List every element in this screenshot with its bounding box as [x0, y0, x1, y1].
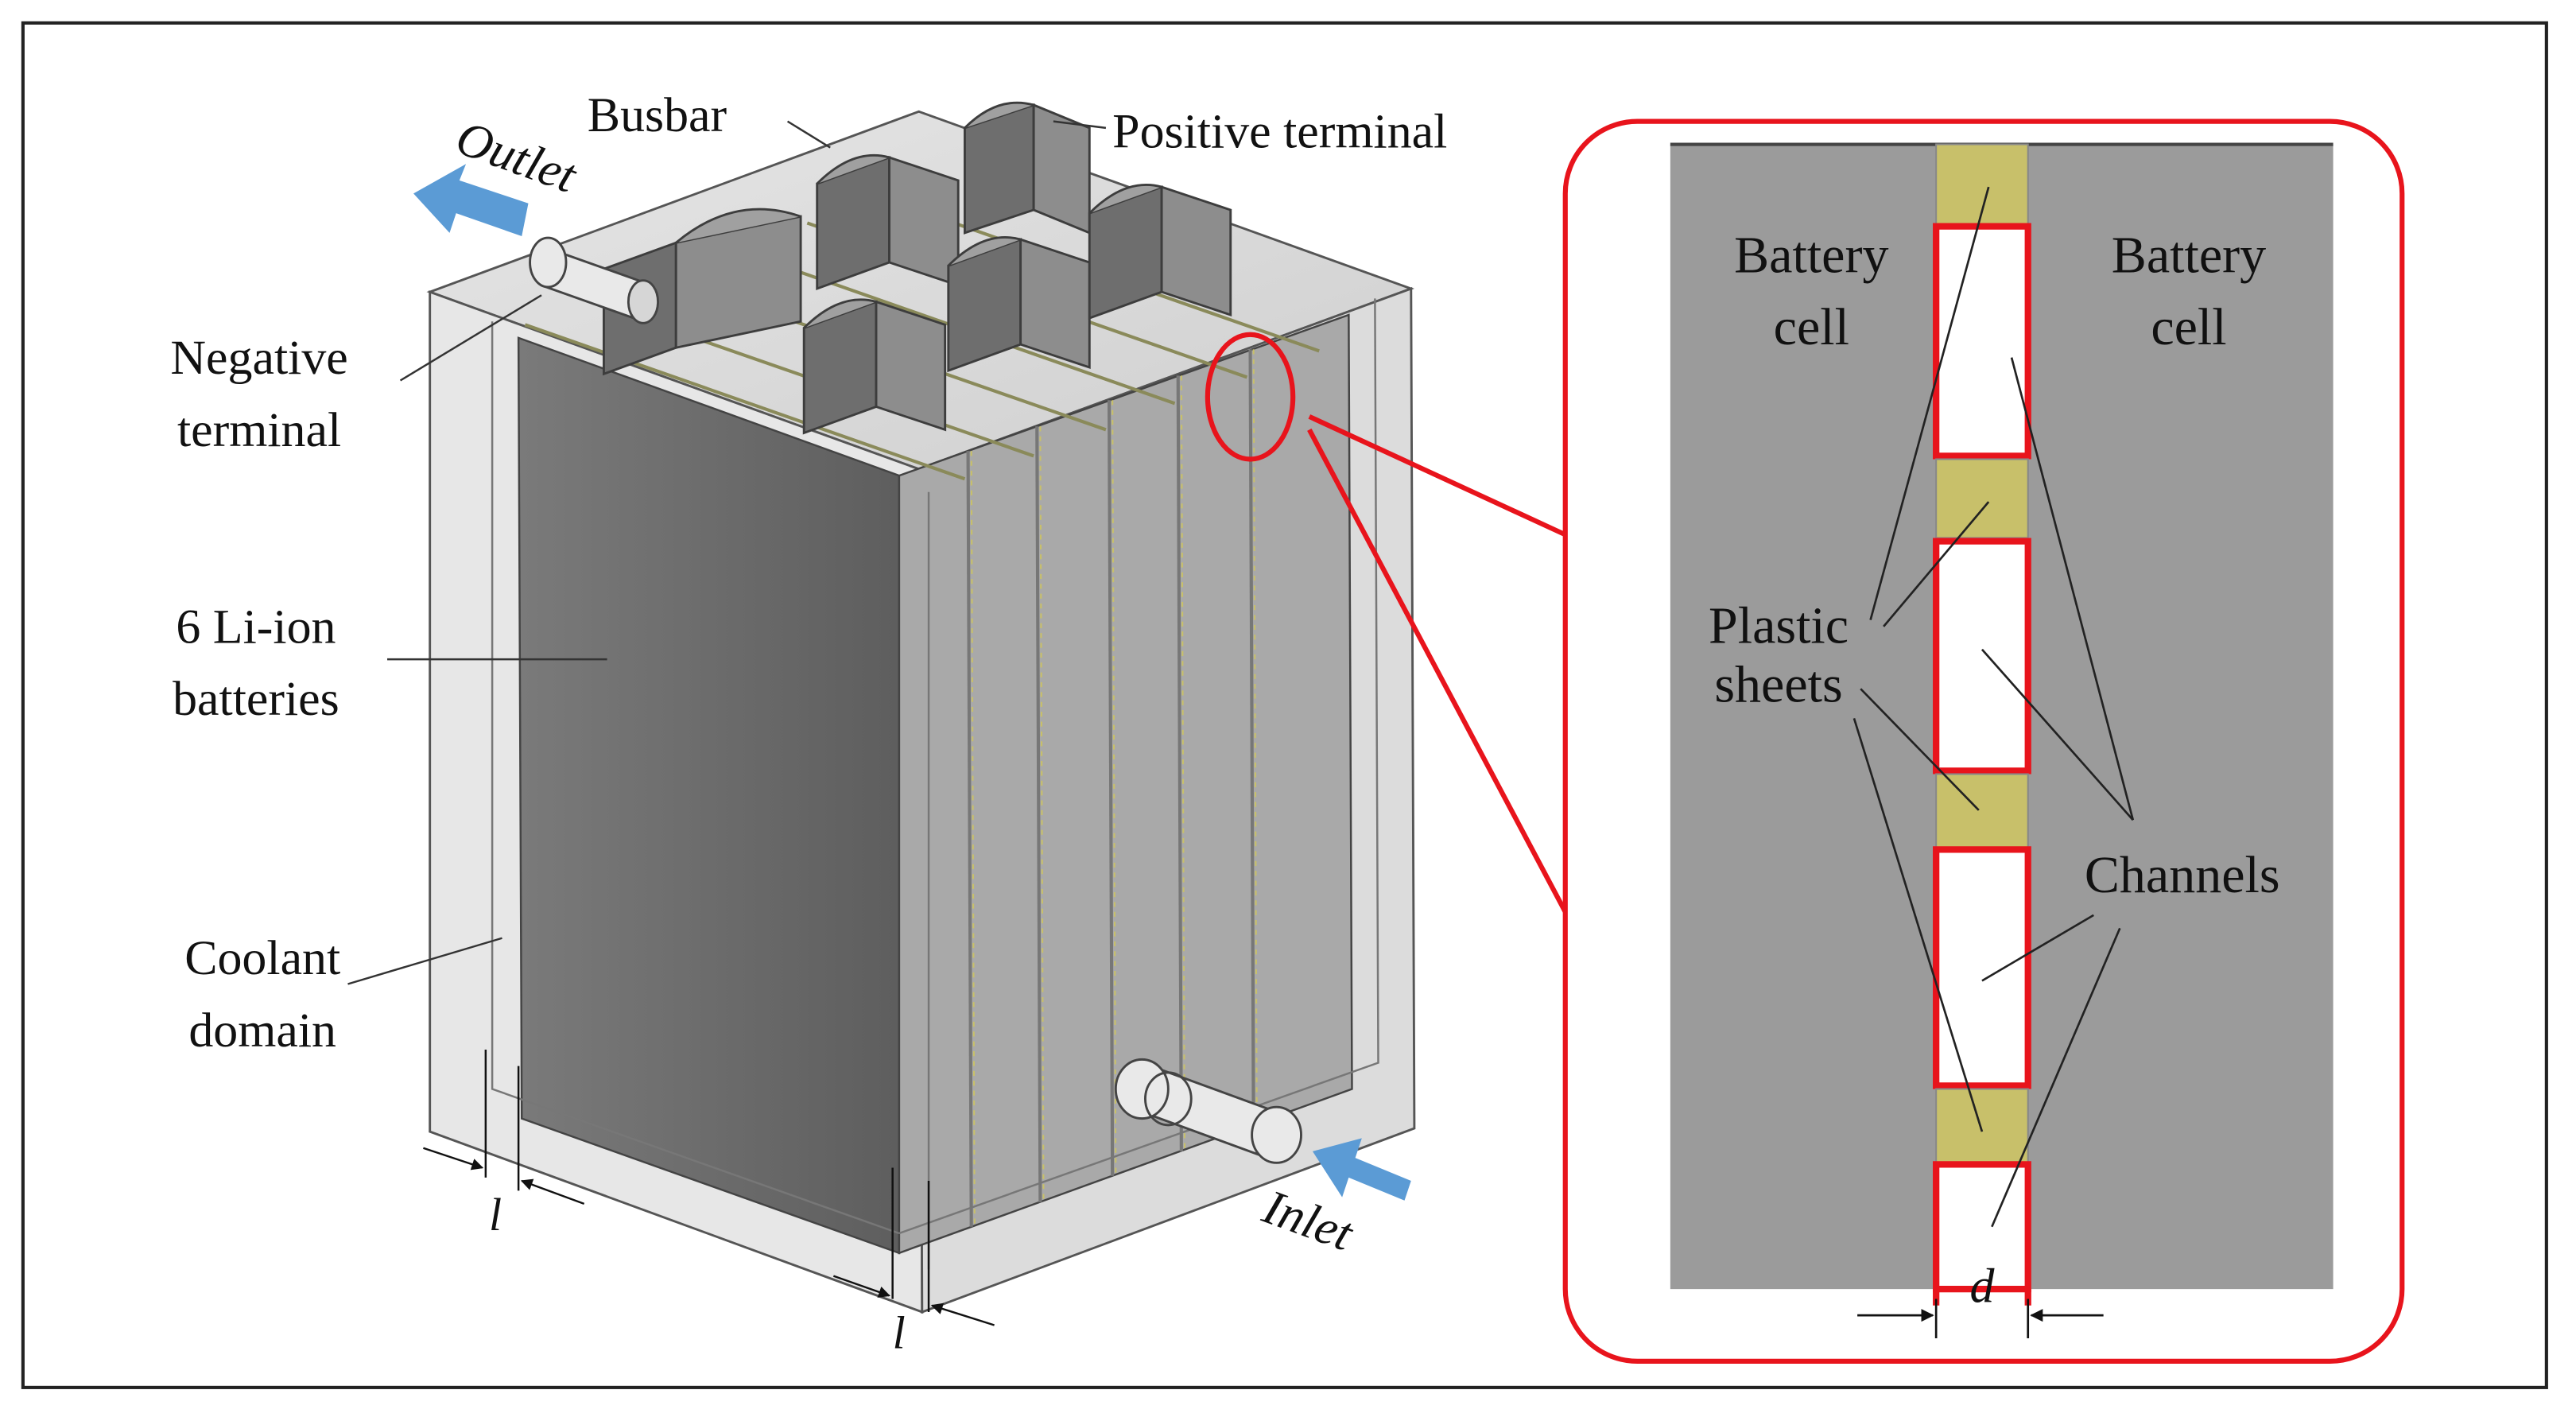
- inlet-label: Inlet: [1255, 1179, 1360, 1262]
- pack-labels: Busbar Positive terminal Outlet Inlet Ne…: [170, 88, 1447, 1358]
- battery-cell-right-line2: cell: [2151, 298, 2226, 356]
- coolant-label-line2: domain: [188, 1004, 336, 1058]
- battery-cell-right-line1: Battery: [2112, 226, 2266, 284]
- inlet-pipe: [1114, 1058, 1302, 1164]
- battery-side-face: [898, 313, 1353, 1255]
- busbar-2: [816, 153, 960, 291]
- outlet-flow-arrow-icon: [413, 164, 529, 236]
- zoom-highlight: [1205, 332, 1296, 462]
- negative-terminal-label-line1: Negative: [170, 331, 347, 385]
- battery-cell-left: [1670, 144, 1937, 1290]
- channel-1: [1933, 223, 2031, 460]
- positive-terminal-label: Positive terminal: [1112, 105, 1447, 159]
- detail-panel: Battery cell Battery cell Plastic sheets…: [1562, 118, 2405, 1364]
- dim-l-right-label: l: [893, 1308, 906, 1358]
- dim-l-left: [423, 1050, 585, 1205]
- zoom-connector: [1307, 414, 1568, 914]
- busbar-label: Busbar: [588, 88, 727, 142]
- inlet-flow-arrow-icon: [1312, 1138, 1411, 1201]
- negative-terminal-label-line2: terminal: [177, 403, 341, 457]
- cell-separators: [966, 349, 1255, 1227]
- pack-assembly: [426, 101, 1416, 1314]
- channel-4: [1933, 1161, 2031, 1293]
- plastic-sheets-label-line2: sheets: [1714, 656, 1842, 714]
- dim-l-left-label: l: [489, 1190, 502, 1240]
- plastic-sheet-2: [1935, 458, 2029, 539]
- battery-cell-right: [2027, 144, 2334, 1290]
- dim-d-label: d: [1969, 1260, 1995, 1314]
- outlet-pipe: [529, 236, 659, 324]
- channel-2: [1933, 538, 2031, 774]
- channels-label: Channels: [2085, 846, 2280, 904]
- channel-3: [1933, 846, 2031, 1089]
- dim-l-right: [832, 1167, 995, 1326]
- plastic-sheet-4: [1935, 1088, 2029, 1166]
- busbar-5: [1088, 184, 1232, 320]
- battery-cell-left-line2: cell: [1774, 298, 1849, 356]
- coolant-label-line1: Coolant: [184, 931, 340, 985]
- batteries-label-line2: batteries: [173, 672, 339, 726]
- leader-lines: [347, 120, 1107, 985]
- battery-cell-left-line1: Battery: [1734, 226, 1888, 284]
- busbar-positive: [964, 101, 1091, 235]
- dim-d: [1857, 1299, 2104, 1338]
- figure-frame: [21, 21, 2548, 1389]
- cell-separator-highlights: [970, 349, 1258, 1227]
- busbar-4: [947, 236, 1091, 373]
- batteries-label-line1: 6 Li-ion: [176, 600, 336, 654]
- plastic-sheet-3: [1935, 773, 2029, 851]
- battery-front-face: [517, 336, 901, 1255]
- channel-column: [1933, 143, 2031, 1306]
- plastic-sheets-label-line1: Plastic: [1709, 597, 1849, 655]
- busbar-3: [802, 298, 947, 435]
- detail-leader-lines: [1852, 186, 2135, 1228]
